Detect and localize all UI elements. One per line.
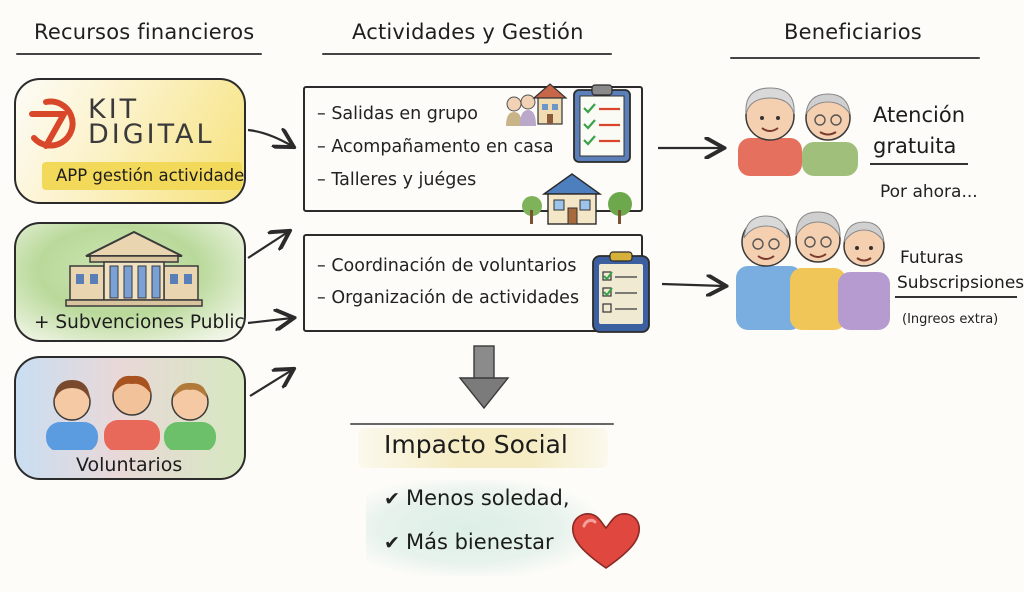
heading-underline <box>730 57 980 59</box>
kit-digital-caption: APP gestión actividades <box>56 166 246 185</box>
kit-digital-card: KIT DIGITAL APP gestión actividades <box>14 78 246 204</box>
atencion-title-line1: Atención <box>873 103 965 127</box>
house-icon <box>532 83 568 125</box>
management-box: – Coordinación de voluntarios – Organiza… <box>303 234 643 332</box>
impact-title: Impacto Social <box>384 430 568 459</box>
kit-digital-title-line2: DIGITAL <box>88 119 215 150</box>
subvenciones-card: + Subvenciones Publicos <box>14 222 246 342</box>
check-icon: ✔ <box>384 532 400 554</box>
heading-underline <box>322 53 612 55</box>
volunteers-icon <box>46 375 216 450</box>
seniors-group-icon <box>506 94 536 126</box>
kit-digital-title-line1: KIT <box>88 94 140 125</box>
futuras-note: (Ingreos extra) <box>902 312 999 327</box>
voluntarios-label: Voluntarios <box>76 454 183 476</box>
futuras-line2: Subscripsiones <box>897 273 1024 293</box>
impact-wash <box>366 480 596 576</box>
arrow-kit-to-activities <box>247 130 292 146</box>
seniors-group-icon <box>736 211 890 330</box>
futuras-line1: Futuras <box>900 248 964 268</box>
activities-box: – Salidas en grupo – Acompañamento en ca… <box>303 86 643 212</box>
impact-item: Menos soledad, <box>406 486 570 510</box>
activity-item: – Salidas en grupo <box>317 104 479 124</box>
arrow-voluntarios-to-management <box>249 370 292 397</box>
activity-item: – Talleres y juéges <box>317 170 477 190</box>
heading-recursos-financieros: Recursos financieros <box>34 20 255 44</box>
caption-highlight <box>42 162 242 190</box>
tablet-checklist-icon <box>592 251 650 333</box>
clipboard-checklist-icon <box>573 84 631 163</box>
kit-digital-logo-icon <box>29 98 76 149</box>
heading-actividades-gestion: Actividades y Gestión <box>352 20 584 44</box>
activity-item: – Acompañamento en casa <box>317 137 554 157</box>
impact-item: Más bienestar <box>406 530 554 554</box>
atencion-underline <box>870 163 968 165</box>
arrow-management-to-beneficiaries <box>661 284 724 286</box>
arrow-subvenciones-to-activities <box>247 232 288 259</box>
heart-icon <box>571 513 641 569</box>
management-item: – Organización de actividades <box>317 288 580 308</box>
arrow-subvenciones-to-management <box>247 318 292 323</box>
heading-underline <box>16 53 262 55</box>
seniors-group-icon <box>738 87 858 176</box>
subvenciones-label: + Subvenciones Publicos <box>34 312 246 333</box>
por-ahora-text: Por ahora... <box>880 182 978 202</box>
house-icon <box>522 173 632 225</box>
impact-title-wash <box>358 428 608 468</box>
impact-top-line <box>350 423 614 425</box>
down-arrow-icon <box>458 345 510 410</box>
government-building-icon <box>65 230 203 307</box>
atencion-title-line2: gratuita <box>873 134 957 158</box>
futuras-underline <box>895 296 1017 298</box>
heading-beneficiarios: Beneficiarios <box>784 20 922 44</box>
voluntarios-card: Voluntarios <box>14 356 246 480</box>
management-item: – Coordinación de voluntarios <box>317 256 577 276</box>
check-icon: ✔ <box>384 488 400 510</box>
